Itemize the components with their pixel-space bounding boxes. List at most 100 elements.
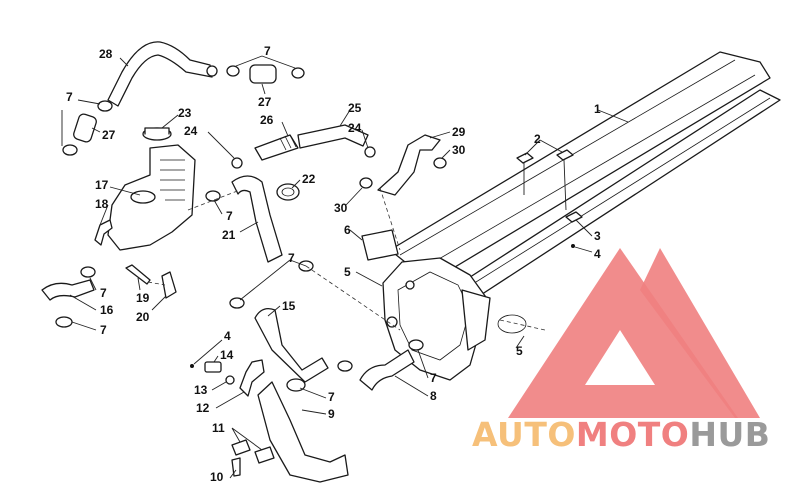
clamp-24b <box>364 146 376 158</box>
leader-11 <box>231 427 263 451</box>
bulkhead-inner <box>397 271 471 361</box>
hose-15 <box>254 307 329 383</box>
leader-9 <box>301 409 327 415</box>
part-13 <box>225 375 235 385</box>
fastener-4a <box>571 244 575 248</box>
clamp-7f <box>229 297 245 309</box>
callout-19: 19 <box>136 291 150 305</box>
callout-7d: 7 <box>100 286 107 300</box>
callout-6: 6 <box>344 223 351 237</box>
leader-7g <box>299 387 327 399</box>
leader-7f <box>239 259 307 301</box>
leader-24a <box>207 131 235 159</box>
callout-27b: 27 <box>102 128 116 142</box>
clamp-30b <box>359 177 373 189</box>
pipe-25 <box>297 124 369 149</box>
leader-22 <box>291 179 301 189</box>
callout-7b: 7 <box>66 90 73 104</box>
leader-7a <box>235 55 296 69</box>
coupler-27b-body <box>73 113 97 143</box>
leader-15 <box>267 305 281 317</box>
leader-28 <box>119 57 129 67</box>
callout-7c: 7 <box>226 209 233 223</box>
clamp-7c <box>205 190 221 202</box>
callout-16: 16 <box>100 303 114 317</box>
watermark-logo: AUTOMOTOHUB <box>472 248 770 454</box>
leader-13 <box>211 381 227 391</box>
clamp-24a <box>231 157 243 169</box>
part-14 <box>204 361 222 373</box>
clamp-22 <box>276 183 300 201</box>
clamp-11a <box>231 439 251 456</box>
coolant-tank <box>94 127 196 251</box>
callout-22: 22 <box>302 172 316 186</box>
clamp-7d <box>80 266 96 278</box>
leader-4b <box>193 339 223 365</box>
callout-9: 9 <box>328 407 335 421</box>
leader-3 <box>575 219 593 237</box>
callout-7e: 7 <box>100 323 107 337</box>
fastener-4b <box>190 364 194 368</box>
callout-11: 11 <box>212 421 225 435</box>
dash-3 <box>379 187 401 251</box>
leader-4a <box>574 246 593 253</box>
leader-7b <box>61 99 101 146</box>
leader-12 <box>215 391 245 409</box>
callout-21: 21 <box>222 228 236 242</box>
callout-23: 23 <box>178 106 192 120</box>
leader-20 <box>151 295 167 311</box>
leader-14 <box>213 355 219 363</box>
hose-8 <box>359 349 415 391</box>
clamp-22-inner <box>281 187 295 197</box>
clamp-28-end <box>206 65 218 77</box>
grommet-3 <box>565 211 583 223</box>
callout-numbers: 28 7 27 7 27 23 24 26 25 24 29 30 1 2 17… <box>66 44 601 484</box>
clamps-10-11 <box>231 439 275 477</box>
leader-17 <box>109 186 141 196</box>
bolt-19 <box>125 264 151 285</box>
bolt-10 <box>231 457 241 477</box>
leader-25 <box>339 109 351 127</box>
rail-detail-3 <box>459 97 771 293</box>
callout-12: 12 <box>196 401 210 415</box>
tank-cap-top <box>144 127 170 135</box>
bracket-20 <box>161 271 177 299</box>
leader-7h <box>417 349 429 379</box>
leader-7c <box>213 199 223 215</box>
sleeve-part-6 <box>361 229 399 261</box>
leader-27b <box>91 127 101 133</box>
tank-neck <box>130 190 156 204</box>
leader-16 <box>69 294 97 311</box>
leader-10 <box>229 469 237 479</box>
leader-19 <box>137 277 141 291</box>
callout-4a: 4 <box>594 247 601 261</box>
clamp-11b <box>254 446 275 464</box>
leader-27a <box>261 83 266 95</box>
leader-7e <box>71 321 97 331</box>
callout-20: 20 <box>136 310 150 324</box>
coupler-27-left <box>62 100 113 156</box>
callout-5a: 5 <box>344 265 351 279</box>
leader-5b <box>515 335 525 349</box>
coupler-27-top <box>226 64 305 84</box>
logo-text-moto: MOTO <box>576 415 689 454</box>
bulkhead-mount-circle <box>497 314 527 334</box>
callout-26: 26 <box>260 113 274 127</box>
callout-30a: 30 <box>452 143 466 157</box>
leader-2-dash <box>523 159 567 211</box>
callout-30b: 30 <box>334 201 348 215</box>
callout-24b: 24 <box>348 121 362 135</box>
clamp-7h <box>337 360 353 372</box>
callout-24a: 24 <box>184 124 198 138</box>
leader-24b <box>361 129 369 149</box>
leader-7d <box>89 277 97 291</box>
leader-18 <box>99 204 109 226</box>
clamp-7b-bottom <box>62 144 78 156</box>
leader-5a <box>355 271 383 287</box>
callout-15: 15 <box>282 299 296 313</box>
clamp-7i <box>408 339 424 351</box>
callout-7a: 7 <box>264 44 271 58</box>
hose-29 <box>377 134 441 196</box>
clamp-7-right <box>291 67 305 79</box>
